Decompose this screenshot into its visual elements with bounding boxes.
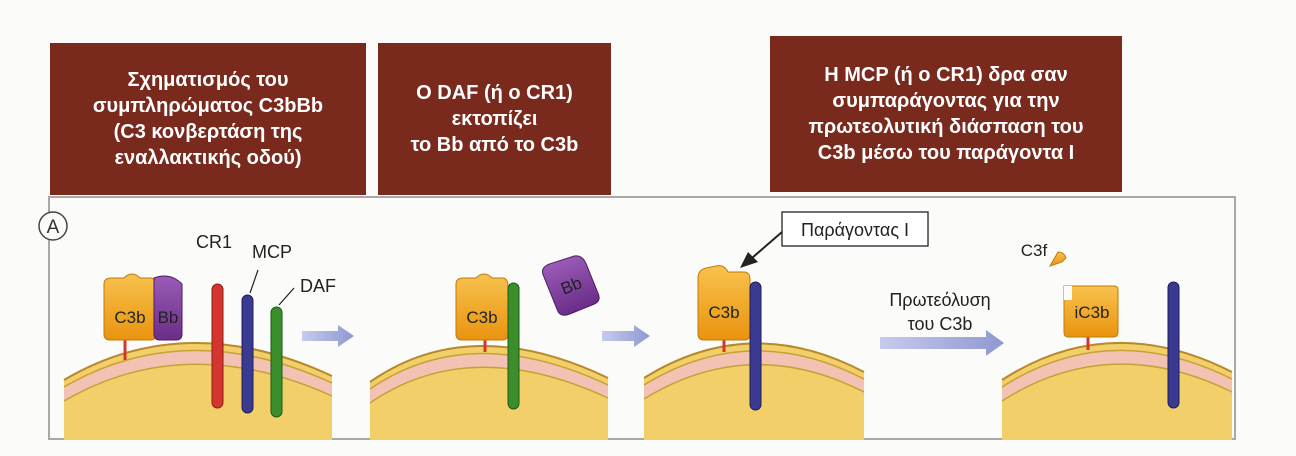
membrane-2 (369, 345, 609, 440)
mcp-receptor-1: MCP (241, 242, 292, 414)
factor-i-pointer-icon (740, 252, 758, 268)
svg-text:A: A (47, 217, 60, 238)
c3f-fragment: C3f (1021, 241, 1067, 267)
step2-line-2: εκτοπίζει (451, 108, 538, 130)
daf-receptor-2 (507, 282, 520, 410)
mcp-receptor-4 (1167, 281, 1180, 409)
step1-line-2: συμπληρώματος C3bBb (92, 95, 324, 117)
mcp-receptor-3 (749, 281, 762, 411)
c3b-protein-1: C3b (103, 273, 157, 341)
arrow-3 (880, 330, 1004, 356)
step1-header: Σχηματισμός του συμπληρώματος C3bBb (C3 … (50, 43, 366, 195)
svg-text:CR1: CR1 (196, 232, 232, 252)
bb-protein-released: Bb (541, 255, 600, 316)
c3b-protein-3: C3b (697, 265, 751, 341)
svg-text:C3b: C3b (708, 303, 739, 322)
svg-text:C3b: C3b (466, 308, 497, 327)
step3-line-1: H MCP (ή ο CR1) δρα σαν (824, 64, 1068, 86)
svg-text:C3f: C3f (1021, 241, 1048, 260)
step2-header: O DAF (ή ο CR1) εκτοπίζει το Bb από το C… (378, 43, 611, 195)
membrane-4 (1001, 342, 1233, 440)
svg-text:του C3b: του C3b (908, 314, 973, 334)
step1-line-4: εναλλακτικής οδού) (114, 147, 302, 169)
cr1-receptor: CR1 (196, 232, 232, 409)
svg-text:Bb: Bb (158, 308, 179, 327)
svg-text:C3b: C3b (114, 308, 145, 327)
svg-text:Παράγοντας I: Παράγοντας I (801, 220, 909, 240)
step1-line-3: (C3 κονβερτάση της (113, 121, 303, 143)
step3-line-4: C3b μέσω του παράγοντα I (817, 142, 1075, 164)
panel-label-a: A (38, 211, 68, 241)
membrane-1 (63, 342, 333, 440)
svg-text:DAF: DAF (300, 276, 336, 296)
daf-receptor-1: DAF (270, 276, 336, 418)
step3-header: H MCP (ή ο CR1) δρα σαν συμπαράγοντας γι… (770, 36, 1122, 192)
step3-line-2: συμπαράγοντας για την (832, 90, 1060, 112)
factor-i-callout: Παράγοντας I (740, 211, 929, 268)
svg-text:MCP: MCP (252, 242, 292, 262)
proteolysis-label: Πρωτεόλυση του C3b (889, 290, 990, 334)
bb-protein-1: Bb (153, 275, 183, 341)
arrow-2 (602, 325, 650, 347)
ic3b-protein: iC3b (1063, 285, 1119, 338)
arrow-1 (302, 325, 354, 347)
step2-line-1: O DAF (ή ο CR1) (416, 82, 573, 104)
svg-text:iC3b: iC3b (1075, 303, 1110, 322)
step3-line-3: πρωτεολυτική διάσπαση του (808, 116, 1084, 138)
svg-text:Πρωτεόλυση: Πρωτεόλυση (889, 290, 990, 310)
step1-line-1: Σχηματισμός του (127, 69, 289, 91)
c3b-protein-2: C3b (455, 273, 509, 341)
step2-line-3: το Bb από το C3b (410, 134, 579, 156)
